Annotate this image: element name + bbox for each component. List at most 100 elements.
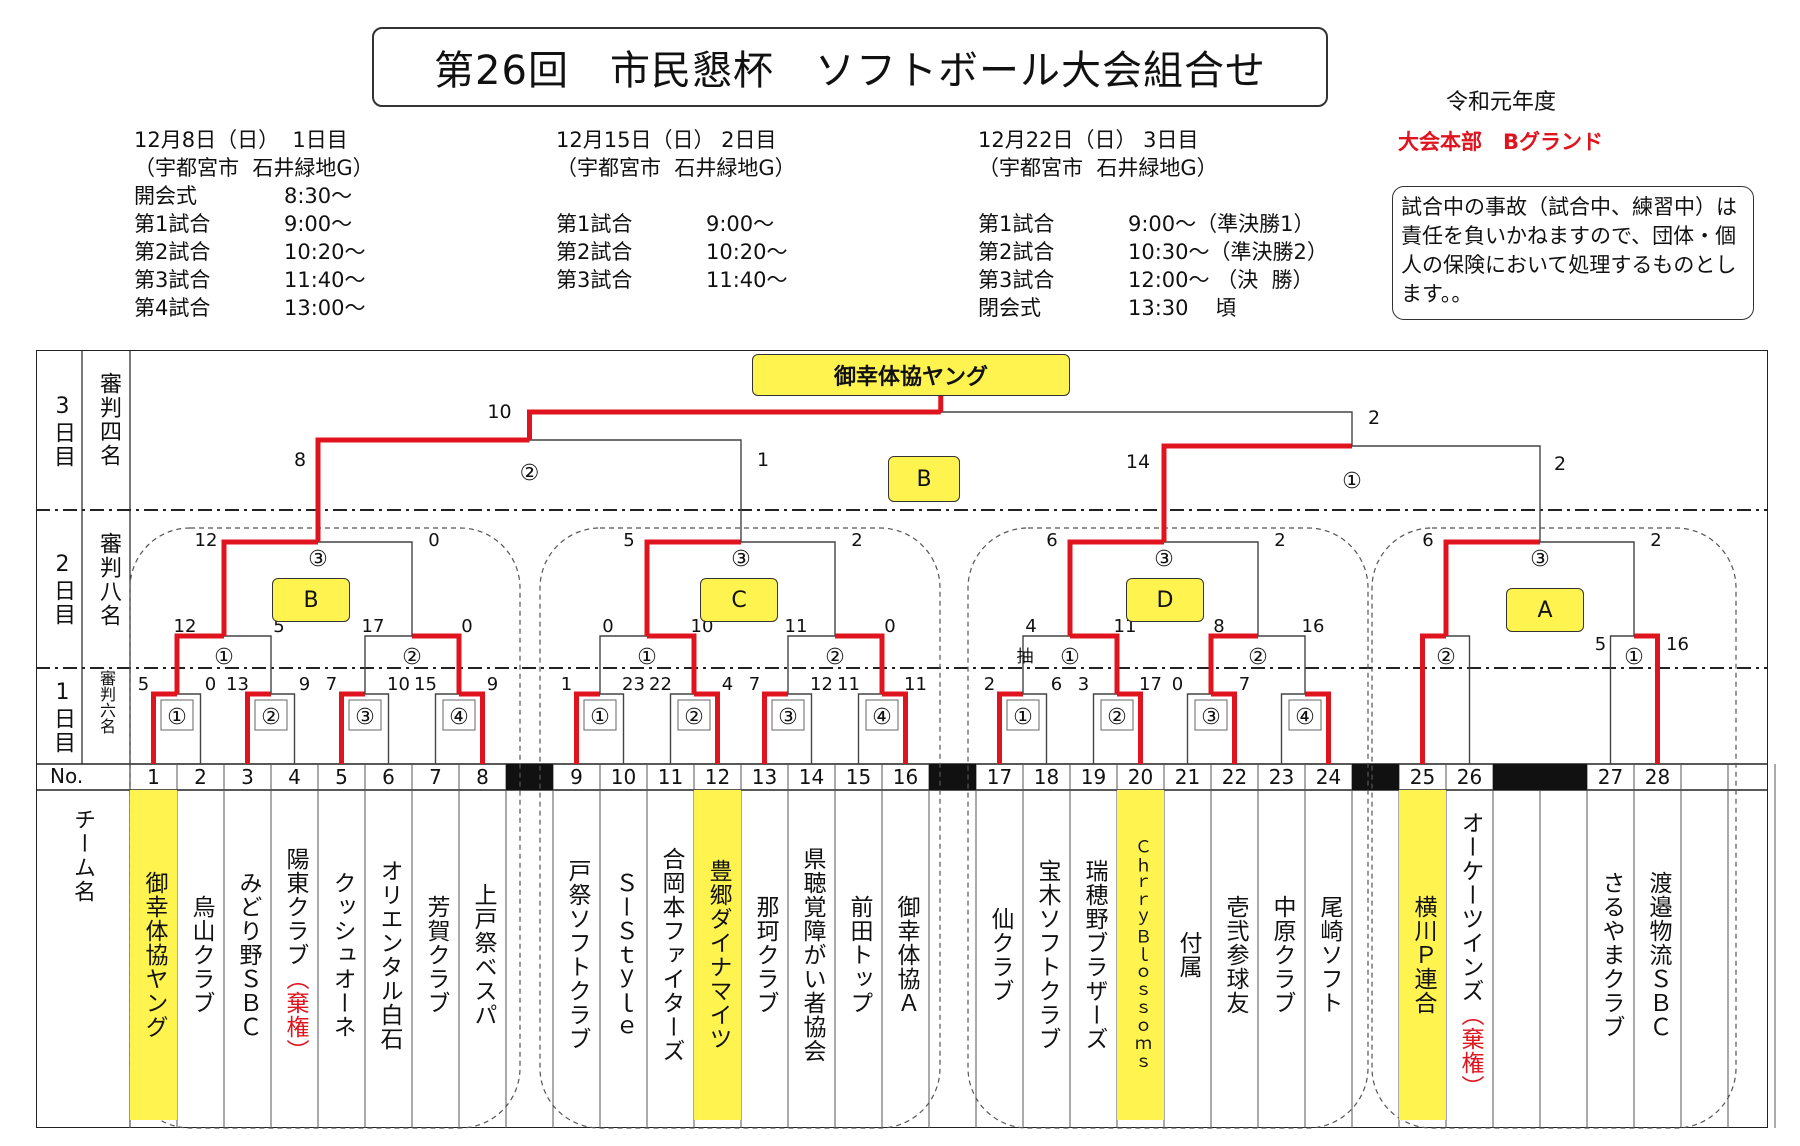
team-name-text: 前田トップ bbox=[846, 895, 872, 1015]
team-name: 陽東クラブ（棄権） bbox=[271, 790, 318, 1120]
block-outline bbox=[1371, 527, 1737, 1129]
day2-match-winner bbox=[1208, 633, 1258, 694]
game-number: ③ bbox=[778, 705, 798, 730]
team-name: 合岡本ファイターズ bbox=[647, 790, 694, 1120]
team-number: 9 bbox=[570, 765, 583, 789]
separator-cell bbox=[1540, 764, 1587, 790]
forfeit-label: （棄権） bbox=[282, 967, 308, 1063]
team-number: 25 bbox=[1409, 765, 1436, 789]
day2-final-match-winner bbox=[1443, 539, 1540, 636]
team-name-text: 尾崎ソフト bbox=[1316, 895, 1342, 1015]
game-box bbox=[1100, 699, 1134, 731]
game-number: ② bbox=[520, 461, 540, 486]
score-label: 22 bbox=[649, 674, 672, 695]
number-row-label: No. bbox=[50, 764, 84, 788]
score-label: 13 bbox=[226, 674, 249, 695]
team-name-text: 御幸体協ヤング bbox=[141, 871, 167, 1039]
score-label: 0 bbox=[1172, 674, 1183, 695]
day2-final-match-winner bbox=[644, 539, 741, 636]
game-number: ③ bbox=[1530, 547, 1550, 572]
team-name: オーケーツインズ（棄権） bbox=[1446, 790, 1493, 1120]
day1-match-winner bbox=[694, 691, 720, 764]
team-number: 3 bbox=[241, 765, 254, 789]
score-label: 9 bbox=[299, 674, 310, 695]
team-name: ＳーＳｔｙｌｅ bbox=[600, 790, 647, 1120]
score-label: 0 bbox=[602, 616, 613, 637]
day2-label: 2日目 bbox=[50, 552, 75, 627]
headquarters-label: 大会本部 Bグランド bbox=[1398, 130, 1604, 154]
day1-match-winner bbox=[574, 691, 600, 764]
team-name-text: 豊郷ダイナマイツ bbox=[705, 859, 731, 1051]
schedule-time: 10:20〜 bbox=[706, 240, 788, 264]
day1-match-winner bbox=[1211, 691, 1237, 764]
score-label: 2 bbox=[984, 674, 995, 695]
schedule-event: 閉会式 bbox=[978, 296, 1041, 320]
separator-cell bbox=[1493, 764, 1540, 790]
schedule-event: 第1試合 bbox=[556, 212, 633, 236]
block-outline bbox=[967, 527, 1369, 1129]
block-label: A bbox=[1506, 588, 1584, 632]
game-number: ① bbox=[1624, 645, 1644, 670]
team-number: 20 bbox=[1127, 765, 1154, 789]
schedule-event: 第1試合 bbox=[978, 212, 1055, 236]
day1-match-winner bbox=[997, 691, 1023, 764]
score-label: 9 bbox=[487, 674, 498, 695]
team-name: 豊郷ダイナマイツ bbox=[694, 790, 741, 1120]
semifinal-match-winner bbox=[1161, 443, 1352, 542]
schedule-venue: （宇都宮市 石井緑地G） bbox=[556, 156, 796, 180]
game-box bbox=[1288, 699, 1322, 731]
game-number: ③ bbox=[731, 547, 751, 572]
separator-cell bbox=[1352, 764, 1399, 790]
team-name: 宝木ソフトクラブ bbox=[1023, 790, 1070, 1120]
team-name-text: 合岡本ファイターズ bbox=[658, 847, 684, 1063]
score-label: 6 bbox=[1051, 674, 1062, 695]
team-name: 御幸体協ヤング bbox=[130, 790, 177, 1120]
score-label: 2 bbox=[1368, 407, 1380, 429]
schedule-venue: （宇都宮市 石井緑地G） bbox=[134, 156, 374, 180]
team-name-text: さるやまクラブ bbox=[1598, 871, 1624, 1039]
day2-match-winner bbox=[1420, 633, 1446, 764]
schedule-event: 第2試合 bbox=[134, 240, 211, 264]
team-name-text: 付属 bbox=[1175, 931, 1201, 979]
schedule-time: 10:20〜 bbox=[284, 240, 366, 264]
team-number: 6 bbox=[382, 765, 395, 789]
page-title: 第26回 市民懇杯 ソフトボール大会組合せ bbox=[372, 27, 1328, 107]
game-box bbox=[771, 699, 805, 731]
schedule-time: 8:30〜 bbox=[284, 184, 353, 208]
team-number: 17 bbox=[986, 765, 1013, 789]
score-label: 5 bbox=[1595, 634, 1606, 655]
team-name: 中原クラブ bbox=[1258, 790, 1305, 1120]
score-label: 0 bbox=[428, 530, 439, 551]
score-label: 7 bbox=[1239, 674, 1250, 695]
team-number: 8 bbox=[476, 765, 489, 789]
score-label: 5 bbox=[138, 674, 149, 695]
score-label: 7 bbox=[749, 674, 760, 695]
score-label: 12 bbox=[810, 674, 833, 695]
day2-match-winner bbox=[647, 633, 697, 694]
schedule-event: 開会式 bbox=[134, 184, 197, 208]
game-number: ③ bbox=[1201, 705, 1221, 730]
team-number: 15 bbox=[845, 765, 872, 789]
block-label: D bbox=[1126, 578, 1204, 622]
game-number: ① bbox=[590, 705, 610, 730]
team-name-text: 壱弐参球友 bbox=[1222, 895, 1248, 1015]
team-name: 仙クラブ bbox=[976, 790, 1023, 1120]
team-name-text: ＳーＳｔｙｌｅ bbox=[611, 871, 637, 1039]
schedule-time: 9:00〜 bbox=[284, 212, 353, 236]
score-label: 3 bbox=[1078, 674, 1089, 695]
team-number: 4 bbox=[288, 765, 301, 789]
schedule-row: 開会式 8:30〜 bbox=[134, 182, 374, 210]
day3-referee-label: 審判四名 bbox=[96, 372, 121, 468]
team-number: 16 bbox=[892, 765, 919, 789]
team-number: 12 bbox=[704, 765, 731, 789]
team-name-label: チーム名 bbox=[70, 808, 95, 904]
score-label: 0 bbox=[884, 616, 895, 637]
